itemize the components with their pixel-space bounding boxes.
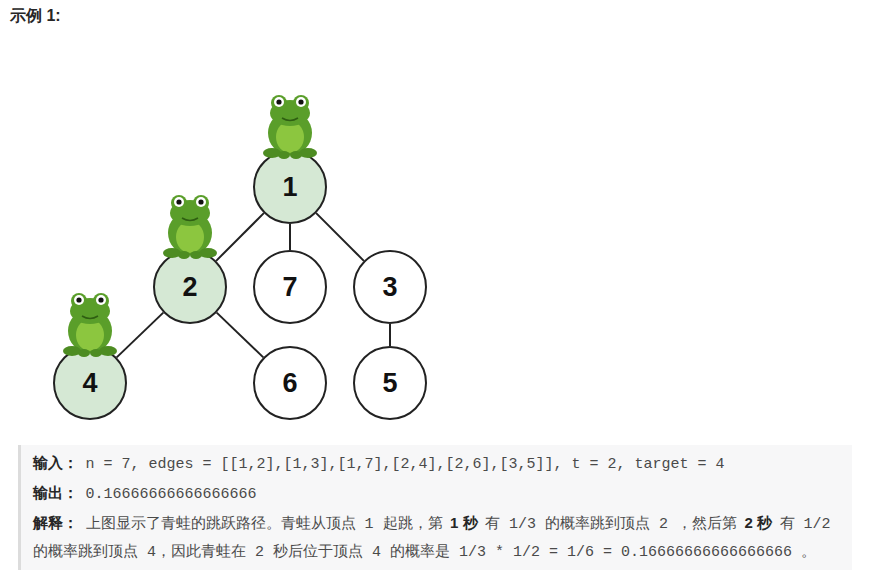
text-line: 输入： n = 7, edges = [[1,2],[1,3],[1,7],[2,… [33,449,842,479]
tree-vertex: 7 [253,250,327,324]
vertex-number: 7 [282,272,297,303]
tree-edge [316,213,364,261]
tree-vertex: 6 [253,346,327,420]
example-text-block: 输入： n = 7, edges = [[1,2],[1,3],[1,7],[2,… [18,445,852,570]
vertex-number: 4 [82,368,97,399]
field-label: 输入： [33,454,78,471]
tree-edge [389,324,391,346]
tree-edge [117,313,164,358]
vertex-number: 6 [282,368,297,399]
tree-vertex: 5 [353,346,427,420]
field-value: 有 1/3 的概率跳到顶点 2 ，然后第 [485,516,737,533]
frog [63,293,117,357]
tree-vertex: 4 [53,346,127,420]
tree-edge [289,224,291,250]
field-label: 解释： [33,514,78,531]
field-value: 0.16666666666666666 [86,486,257,503]
field-label: 输出： [33,484,78,501]
tree-vertex: 2 [153,250,227,324]
example-title: 示例 1: [10,6,61,27]
vertex-number: 5 [382,368,397,399]
frog-illustrations [0,0,877,440]
field-value: 上图显示了青蛙的跳跃路径。青蛙从顶点 1 起跳，第 [86,516,443,533]
tree-edge [216,213,264,261]
field-label: 2 秒 [745,514,773,531]
vertex-number: 1 [282,172,297,203]
tree-vertex: 3 [353,250,427,324]
text-line: 解释： 上图显示了青蛙的跳跃路径。青蛙从顶点 1 起跳，第 1 秒有 1/3 的概率… [33,509,842,567]
tree-edge [217,313,264,358]
vertex-number: 2 [182,272,197,303]
vertex-number: 3 [382,272,397,303]
tree-vertex: 1 [253,150,327,224]
field-label: 1 秒 [450,514,478,531]
field-value: n = 7, edges = [[1,2],[1,3],[1,7],[2,4],… [86,456,725,473]
frog [163,195,217,259]
frog [263,95,317,159]
text-line: 输出： 0.16666666666666666 [33,479,842,509]
